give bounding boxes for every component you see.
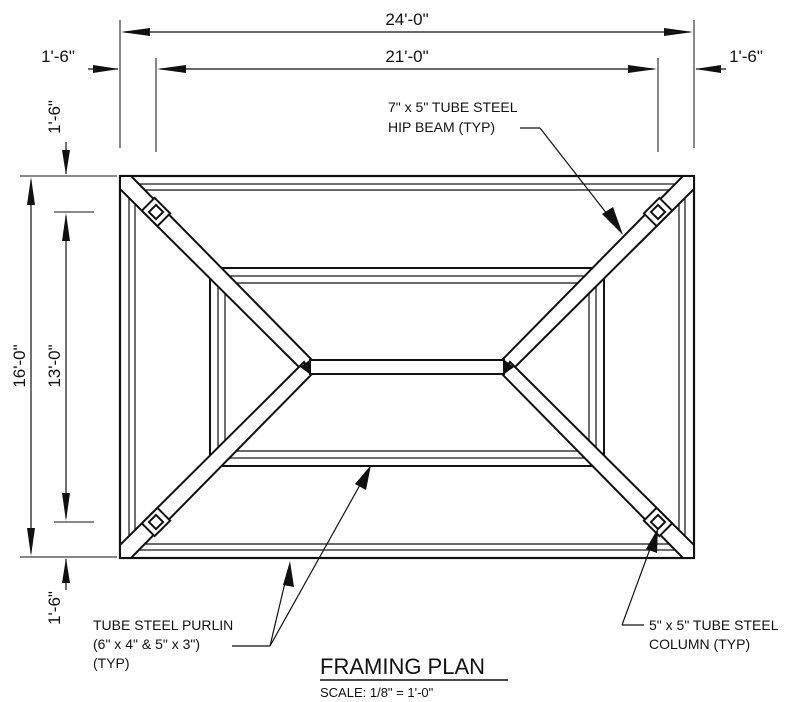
column-se [642, 506, 674, 538]
top-dimensions: 24'-0" 21'-0" 1'-6" 1'-6" [41, 10, 763, 152]
bottom-overhang-dimension: 1'-6" [45, 591, 64, 625]
right-overhang-dimension: 1'-6" [729, 47, 763, 66]
overall-depth-dimension: 16'-0" [10, 344, 29, 387]
column-sw [140, 506, 172, 538]
purlin-callout: TUBE STEEL PURLIN (6" x 4" & 5" x 3") (T… [93, 465, 371, 671]
overall-width-dimension: 24'-0" [385, 10, 428, 29]
ridge-connection-west [300, 359, 311, 375]
hip-beam-callout-line2: HIP BEAM (TYP) [388, 119, 495, 135]
hip-beam-callout: 7" x 5" TUBE STEEL HIP BEAM (TYP) [388, 99, 623, 235]
column-nw [140, 196, 172, 228]
roof-framing [118, 174, 696, 560]
top-overhang-dimension: 1'-6" [45, 100, 64, 134]
left-dimensions: 16'-0" 13'-0" 1'-6" 1'-6" [10, 100, 117, 625]
left-overhang-dimension: 1'-6" [41, 47, 75, 66]
column-ne [642, 196, 674, 228]
purlin-callout-line1: TUBE STEEL PURLIN [93, 617, 233, 633]
ridge-beam [309, 359, 505, 375]
inner-purlin-frame [209, 267, 605, 467]
column-callout-line1: 5" x 5" TUBE STEEL [649, 617, 779, 633]
column-callout: 5" x 5" TUBE STEEL COLUMN (TYP) [621, 528, 779, 652]
column-callout-line2: COLUMN (TYP) [649, 636, 750, 652]
drawing-title: FRAMING PLAN [320, 654, 485, 679]
inner-width-dimension: 21'-0" [385, 47, 428, 66]
hip-beam-callout-line1: 7" x 5" TUBE STEEL [388, 99, 518, 115]
ridge-connection-east [503, 359, 514, 375]
drawing-scale: SCALE: 1/8" = 1'-0" [320, 685, 434, 700]
drawing-title-block: FRAMING PLAN SCALE: 1/8" = 1'-0" [320, 654, 508, 700]
purlin-callout-line2: (6" x 4" & 5" x 3") [93, 636, 200, 652]
purlin-callout-line3: (TYP) [93, 655, 130, 671]
inner-depth-dimension: 13'-0" [45, 344, 64, 387]
